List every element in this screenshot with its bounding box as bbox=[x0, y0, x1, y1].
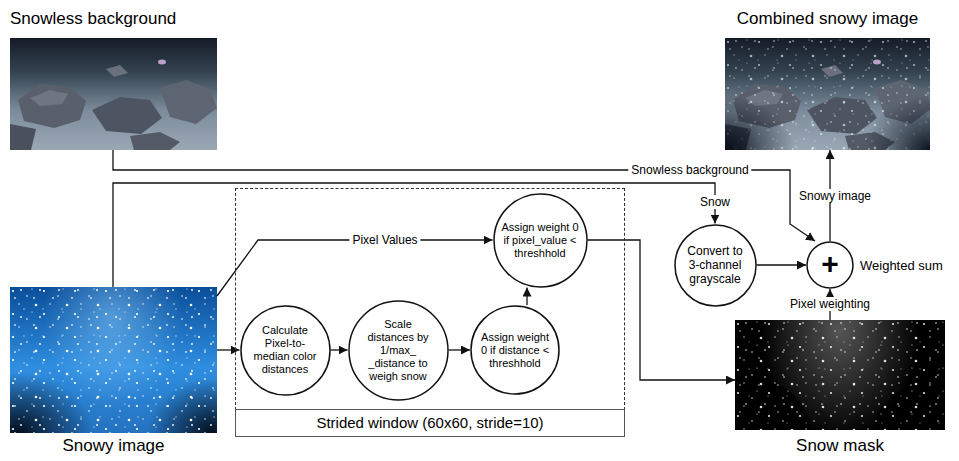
dark-corner bbox=[725, 95, 795, 150]
photo-ground bbox=[735, 320, 945, 430]
flow-arrow bbox=[331, 349, 348, 350]
image-panel: Combined snowy image bbox=[725, 8, 930, 150]
process-circle: Calculate Pixel-to-median color distance… bbox=[240, 305, 331, 396]
snow-dots bbox=[10, 287, 217, 433]
node-label: Scale distances by 1/max_ _distance to w… bbox=[364, 318, 432, 383]
process-circle: Assign weight 0 if distance < threshhold bbox=[470, 305, 560, 395]
circle-outline bbox=[675, 225, 756, 306]
process-circle: Assign weight 0 if pixel_value < threshh… bbox=[493, 193, 588, 288]
dark-corner bbox=[865, 95, 930, 150]
photo-ground bbox=[10, 287, 217, 433]
sum-circle: + Weighted sum bbox=[806, 241, 943, 289]
snow-dots bbox=[10, 287, 217, 433]
rock-shapes bbox=[10, 60, 217, 151]
node-label: Assign weight 0 if pixel_value < threshh… bbox=[500, 221, 580, 260]
node-label: Convert to 3-channel grayscale bbox=[683, 244, 747, 286]
image-panel: Snowy image bbox=[10, 287, 217, 457]
edge-label: Snowy image bbox=[796, 189, 874, 203]
snowless-photo bbox=[10, 38, 217, 150]
mask-photo bbox=[670, 220, 959, 461]
circle-outline bbox=[807, 242, 853, 288]
edge-label: Pixel Values bbox=[349, 233, 420, 247]
snow-dots bbox=[735, 320, 945, 430]
circle-outline bbox=[241, 306, 330, 395]
flow-arrow bbox=[217, 349, 240, 350]
node-label: Calculate Pixel-to-median color distance… bbox=[252, 324, 318, 376]
flow-arrow bbox=[217, 240, 493, 296]
node-label: Weighted sum bbox=[860, 258, 943, 273]
process-circle: Scale distances by 1/max_ _distance to w… bbox=[348, 300, 449, 401]
circle-outline bbox=[494, 194, 587, 287]
node-label: Snowless background bbox=[10, 8, 217, 30]
node-label: Snowy image bbox=[10, 435, 217, 457]
node-label: Combined snowy image bbox=[725, 8, 930, 30]
node-label: Strided window (60x60, stride=10) bbox=[235, 409, 625, 437]
flow-arrow bbox=[757, 264, 807, 265]
image-panel: Snowless background bbox=[10, 8, 217, 150]
process-circle: Convert to 3-channel grayscale bbox=[674, 224, 757, 307]
edge-label: Pixel weighting bbox=[787, 297, 873, 311]
node-label: Assign weight 0 if distance < threshhold bbox=[478, 331, 552, 370]
window-box: Strided window (60x60, stride=10) Assign … bbox=[235, 188, 625, 437]
edge-label: Snow bbox=[697, 195, 733, 209]
flow-arrow bbox=[449, 349, 471, 350]
combined-photo bbox=[655, 38, 959, 205]
circle-outline bbox=[471, 306, 559, 394]
circle-outline bbox=[349, 301, 448, 400]
photo-ground bbox=[10, 38, 217, 150]
node-label: Snow mask bbox=[735, 435, 945, 457]
edge-label: Snowless background bbox=[628, 163, 751, 177]
flow-arrow bbox=[526, 288, 527, 306]
image-panel: Snow mask bbox=[735, 320, 945, 457]
snow-dots bbox=[735, 320, 945, 430]
plus-sign: + bbox=[806, 249, 854, 282]
